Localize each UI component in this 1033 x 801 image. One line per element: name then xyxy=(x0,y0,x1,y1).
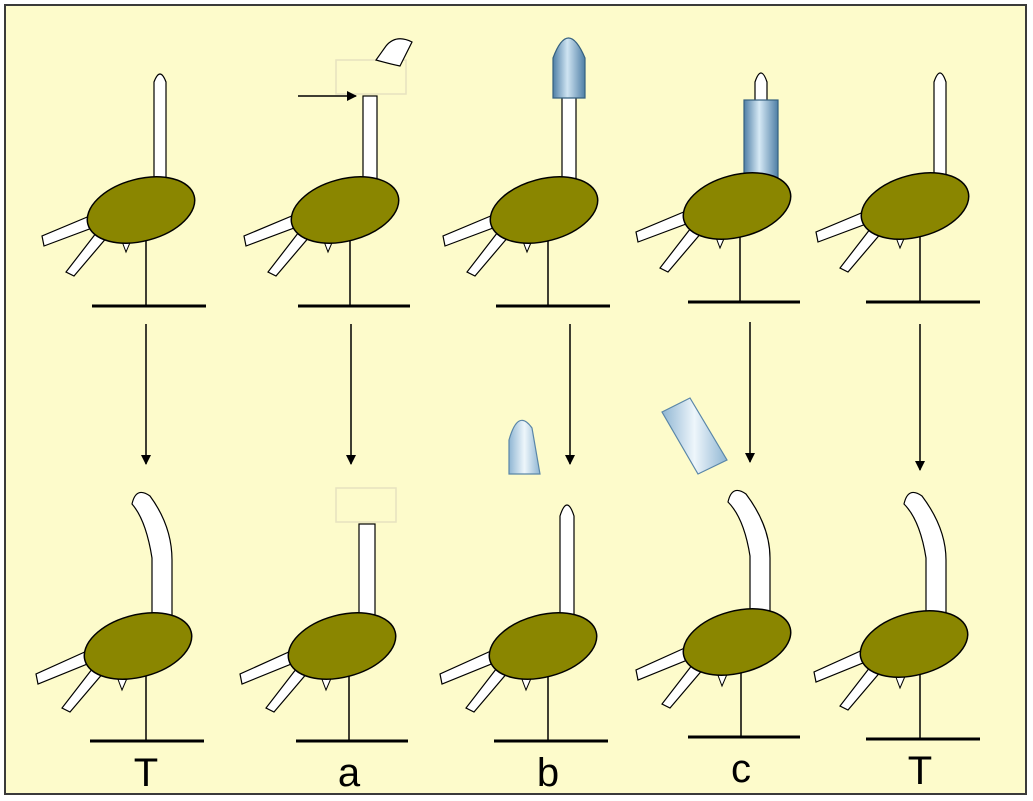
seed-body xyxy=(488,612,598,680)
transition-arrows xyxy=(141,322,925,471)
opaque-cap xyxy=(552,37,586,99)
seed-body xyxy=(682,172,792,240)
seedling-top-tip-removed xyxy=(243,38,413,308)
cut-coleoptile xyxy=(358,523,376,625)
seed-body xyxy=(83,612,193,680)
seed-body xyxy=(489,176,599,244)
bent-coleoptile xyxy=(131,491,173,625)
label-column-1: T xyxy=(134,751,158,795)
seedling-top-capped xyxy=(442,37,610,308)
seed-body xyxy=(86,176,196,244)
label-column-5: T xyxy=(908,749,932,793)
bent-coleoptile xyxy=(903,491,947,621)
severed-tip xyxy=(375,38,413,67)
seed-body xyxy=(859,610,969,678)
seed-body xyxy=(287,612,397,680)
column-labels: T a b c T xyxy=(134,747,932,795)
removed-sleeve xyxy=(661,397,728,475)
label-column-3: b xyxy=(537,751,559,795)
label-column-4: c xyxy=(731,747,751,791)
seedling-top-control-2 xyxy=(815,72,980,304)
bent-coleoptile xyxy=(727,489,771,619)
label-column-2: a xyxy=(338,751,361,795)
cut-coleoptile xyxy=(362,95,378,189)
removed-tip-outline xyxy=(335,59,407,95)
seedling-top-sleeved xyxy=(635,72,800,304)
coleoptile xyxy=(559,504,575,625)
seed-body xyxy=(682,608,792,676)
opaque-sleeve xyxy=(743,99,779,181)
seed-body xyxy=(290,176,400,244)
coleoptile xyxy=(561,95,577,187)
removed-tip-outline xyxy=(335,487,397,523)
seedling-bottom-control-2 xyxy=(813,491,980,741)
seedling-bottom-capped xyxy=(439,504,608,743)
seedling-bottom-sleeved xyxy=(635,489,800,739)
seedling-bottom-tip-removed xyxy=(239,487,408,743)
seedling-bottom-control-1 xyxy=(35,491,204,743)
seed-body xyxy=(860,172,970,240)
seedling-top-control-1 xyxy=(41,73,206,308)
removed-cap xyxy=(508,419,541,475)
coleoptile xyxy=(933,72,947,183)
coleoptile xyxy=(153,73,167,187)
